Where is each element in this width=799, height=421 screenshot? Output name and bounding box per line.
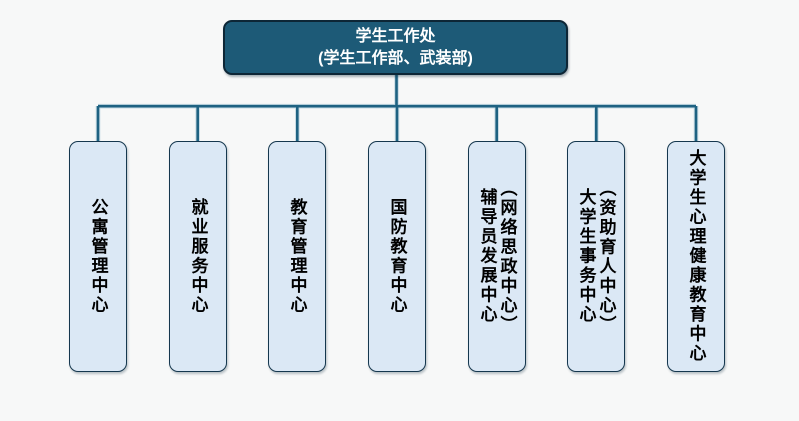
department-box-apartment-management-center: 公寓管理中心: [69, 141, 127, 372]
department-label: 大学生心理健康教育中心: [686, 149, 706, 364]
department-label: 教育管理中心: [287, 198, 307, 315]
department-box-mental-health-education-center: 大学生心理健康教育中心: [667, 141, 725, 372]
department-label-sub: （资助育人中心）: [596, 178, 616, 335]
department-label: 国防教育中心: [387, 198, 407, 315]
department-label-main: 辅导员发展中心: [477, 188, 497, 325]
department-box-student-affairs-center: 大学生事务中心 （资助育人中心）: [567, 141, 625, 372]
root-title-line1: 学生工作处: [355, 27, 436, 45]
department-label: 就业服务中心: [188, 198, 208, 315]
department-label: 公寓管理中心: [88, 198, 108, 315]
department-label-sub: （网络思政中心）: [497, 178, 517, 335]
department-box-counselor-development-center: 辅导员发展中心 （网络思政中心）: [468, 141, 526, 372]
root-title-line2: (学生工作部、武装部): [318, 49, 473, 67]
department-box-education-management-center: 教育管理中心: [268, 141, 326, 372]
root-box: 学生工作处 (学生工作部、武装部): [223, 20, 568, 75]
department-label-main: 大学生事务中心: [576, 188, 596, 325]
department-box-national-defense-education-center: 国防教育中心: [368, 141, 426, 372]
department-box-employment-service-center: 就业服务中心: [169, 141, 227, 372]
